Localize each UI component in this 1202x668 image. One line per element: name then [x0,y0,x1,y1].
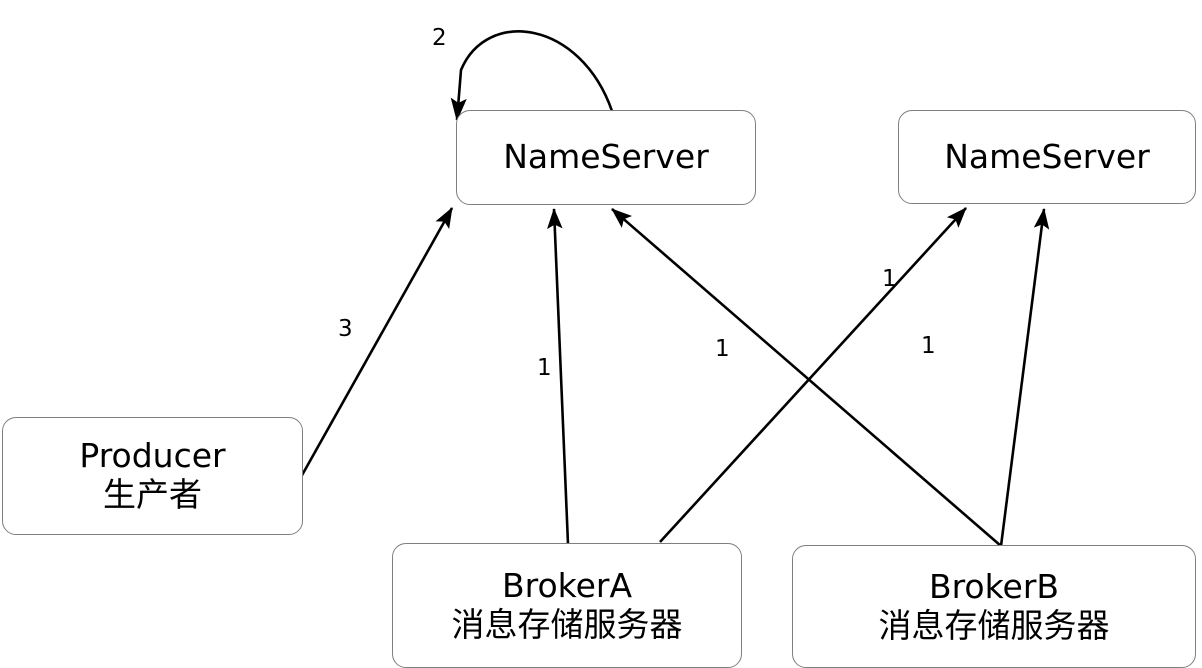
node-broker-a-label-en: BrokerA [501,565,633,605]
node-producer-label-en: Producer [79,436,226,476]
edge-producer-to-ns-left [299,207,454,478]
edge-brokera-to-ns-left [547,207,570,545]
edge-label-brokerb-ns-left: 1 [715,336,730,362]
edge-brokerb-to-ns-right [999,207,1050,547]
edge-ns-self-loop [450,30,614,122]
node-nameserver-left[interactable]: NameServer [456,110,756,205]
node-broker-b[interactable]: BrokerB 消息存储服务器 [792,545,1196,668]
node-broker-b-label-cn: 消息存储服务器 [878,605,1110,645]
node-nameserver-left-label: NameServer [503,137,709,177]
node-broker-a-label-cn: 消息存储服务器 [451,604,683,644]
edge-label-brokera-ns-left: 1 [537,355,552,381]
node-nameserver-right-label: NameServer [944,136,1150,176]
node-producer[interactable]: Producer 生产者 [2,417,303,535]
node-nameserver-right[interactable]: NameServer [898,110,1196,204]
node-broker-b-label-en: BrokerB [928,566,1060,606]
edge-brokerb-to-ns-left [611,208,1002,547]
edge-label-brokera-ns-right: 1 [882,266,897,292]
edge-label-self-loop: 2 [432,25,447,51]
node-broker-a[interactable]: BrokerA 消息存储服务器 [392,543,742,668]
edge-label-producer: 3 [338,316,353,342]
edge-brokera-to-ns-right [659,207,967,543]
edge-label-brokerb-ns-right: 1 [921,333,936,359]
node-producer-label-cn: 生产者 [103,475,202,514]
